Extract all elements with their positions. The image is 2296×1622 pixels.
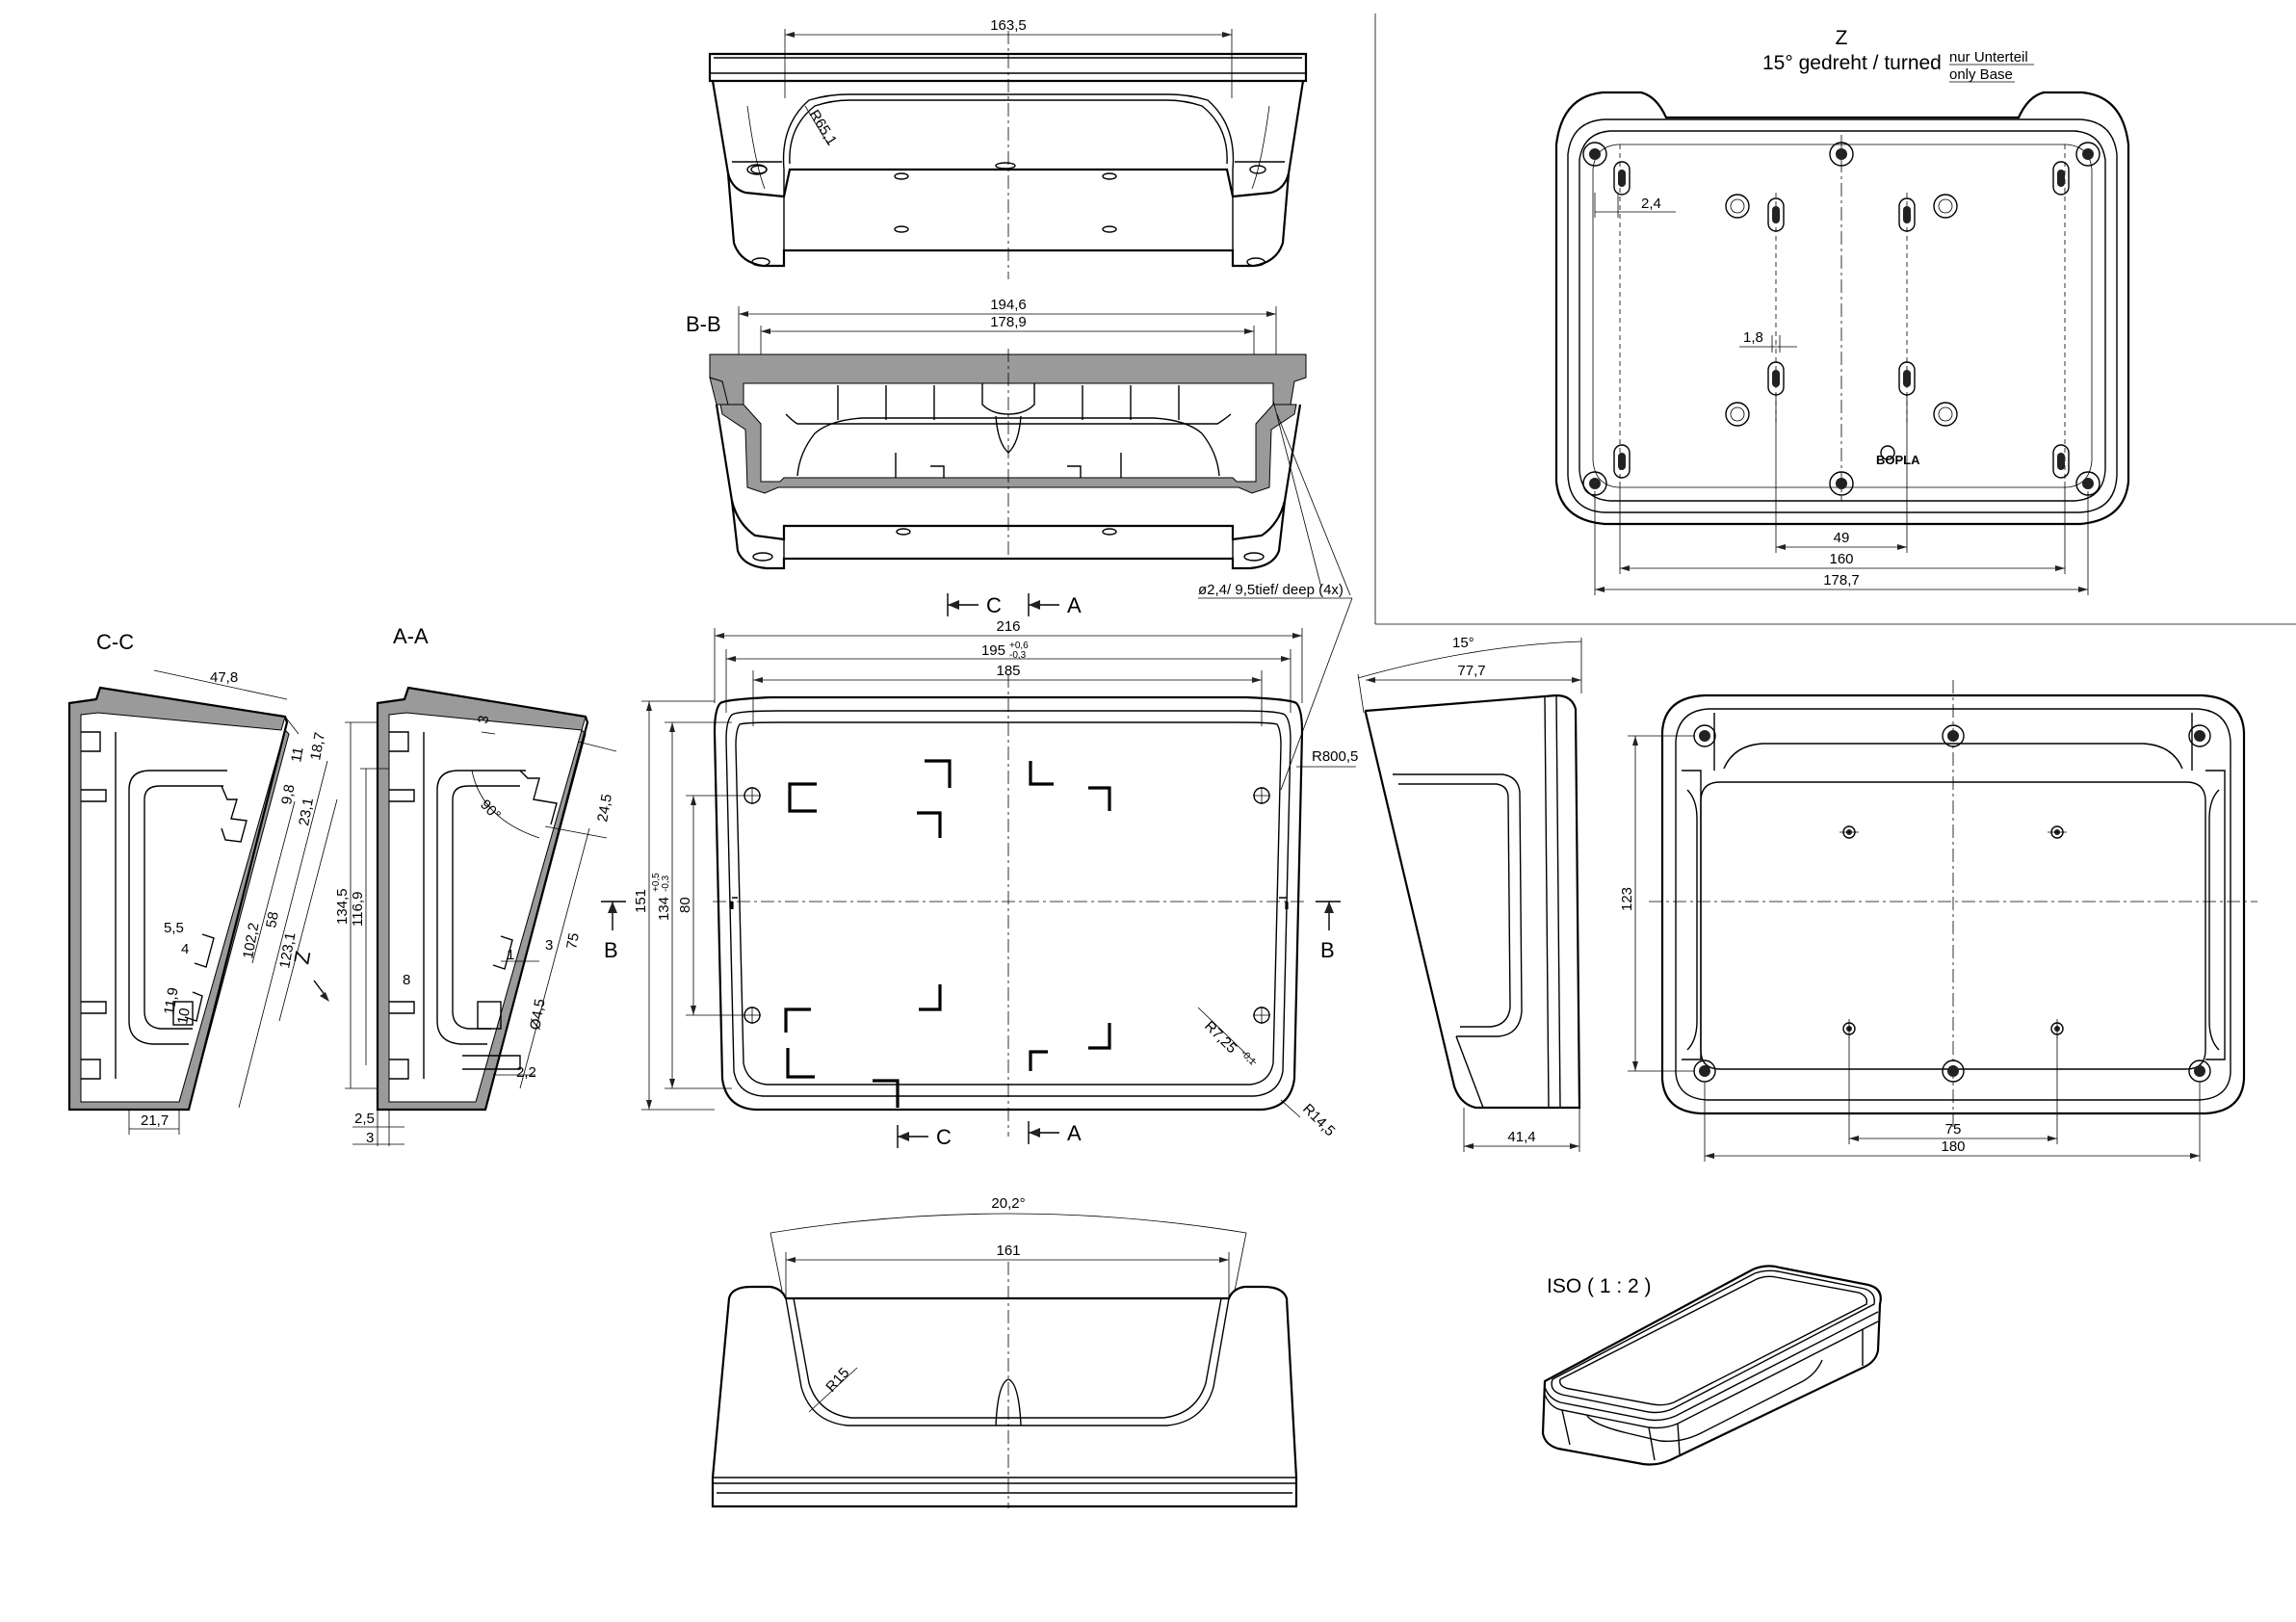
side-dim-15: 15° <box>1452 635 1474 651</box>
section-marker-b-right: B <box>1320 938 1335 962</box>
side-dim-77-7: 77,7 <box>1457 663 1485 679</box>
iso-view: ISO ( 1 : 2 ) <box>1541 1265 1882 1466</box>
front-dim-161: 161 <box>996 1243 1020 1259</box>
cc-dim-58: 58 <box>263 910 282 929</box>
plan-view: 216 195 +0,6 -0,3 185 151 134 +0,5 -0,3 … <box>601 593 1358 1149</box>
section-marker-a-top: A <box>1067 593 1082 617</box>
aa-dim-90: 90° <box>477 797 504 824</box>
cc-dim-9-8: 9,8 <box>278 783 298 805</box>
z-dim-160: 160 <box>1829 551 1853 567</box>
section-aa: A-A 3 24,5 90° 134,5 116,9 75 3 1 8 Ø4,5… <box>334 624 617 1146</box>
z-dim-49: 49 <box>1834 530 1850 546</box>
section-bb: B-B 194,6 178,9 ø2,4/ 9,5ti <box>686 297 1353 791</box>
cc-dim-23-1: 23,1 <box>296 797 317 827</box>
z-dim-2-4: 2,4 <box>1641 196 1661 212</box>
top-radius-dim: R65,1 <box>806 107 841 148</box>
top-view: 163,5 R65,1 <box>708 17 1308 279</box>
aa-dim-1: 1 <box>507 947 514 963</box>
front-view: 20,2° 161 R15 <box>711 1195 1298 1508</box>
detail-z-subtitle: 15° gedreht / turned <box>1762 52 1942 74</box>
plan-dim-r7-25-tol: -0,1 <box>1239 1048 1258 1067</box>
plan-dim-195: 195 <box>981 642 1005 659</box>
section-marker-b-left: B <box>604 938 618 962</box>
cc-dim-11: 11 <box>288 746 306 763</box>
bb-hole-note: ø2,4/ 9,5tief/ deep (4x) <box>1198 582 1344 598</box>
section-cc-title: C-C <box>96 630 134 654</box>
aa-dim-3b: 3 <box>545 937 553 954</box>
plan-dim-r14-5: R14,5 <box>1299 1101 1338 1139</box>
base-view: 123 75 180 <box>1619 680 2257 1162</box>
plan-dim-216: 216 <box>996 618 1020 635</box>
aa-dim-2-2: 2,2 <box>516 1064 536 1081</box>
view-z-arrow-label: Z <box>289 949 315 966</box>
cc-dim-10: 10 <box>174 1007 194 1025</box>
section-marker-a-bottom: A <box>1067 1121 1082 1145</box>
bb-outer-dim: 194,6 <box>990 297 1027 313</box>
iso-title: ISO ( 1 : 2 ) <box>1547 1275 1652 1297</box>
aa-dim-8: 8 <box>403 972 410 988</box>
plan-dim-195-upper-tol: +0,6 <box>1009 641 1029 651</box>
z-dim-1-8: 1,8 <box>1743 329 1763 346</box>
base-dim-180: 180 <box>1941 1138 1965 1155</box>
section-marker-c-bottom: C <box>936 1125 952 1149</box>
z-dim-178-7: 178,7 <box>1823 572 1860 589</box>
bb-inner-dim: 178,9 <box>990 314 1027 330</box>
cc-dim-102-2: 102,2 <box>240 922 262 960</box>
front-dim-r15: R15 <box>822 1365 852 1396</box>
detail-z-note2: only Base <box>1949 66 2013 83</box>
detail-z-title: Z <box>1836 27 1848 49</box>
plan-dim-134: 134 <box>656 897 672 921</box>
detail-z: Z 15° gedreht / turned nur Unterteil onl… <box>1554 27 2130 595</box>
plan-dim-r800-5: R800,5 <box>1312 748 1358 765</box>
top-width-dim: 163,5 <box>990 17 1027 34</box>
detail-z-logo: BOPLA <box>1876 453 1920 467</box>
aa-dim-2-5: 2,5 <box>354 1111 375 1127</box>
plan-dim-185: 185 <box>996 663 1020 679</box>
plan-dim-134-upper-tol: +0,5 <box>651 873 662 892</box>
section-marker-c-top: C <box>986 593 1002 617</box>
plan-dim-195-lower-tol: -0,3 <box>1009 650 1027 661</box>
cc-dim-11-9: 11,9 <box>161 986 182 1016</box>
base-dim-123: 123 <box>1619 887 1635 911</box>
plan-dim-80: 80 <box>677 897 693 913</box>
detail-z-frame <box>1374 13 2296 625</box>
cc-dim-5-5: 5,5 <box>164 920 184 936</box>
cc-dim-47-8: 47,8 <box>210 669 238 686</box>
aa-dim-4-5: Ø4,5 <box>527 998 548 1032</box>
section-aa-title: A-A <box>393 624 429 648</box>
plan-dim-r7-25: R7,25 <box>1201 1018 1239 1057</box>
section-bb-title: B-B <box>686 312 721 336</box>
section-cc: C-C 47,8 11 18,7 9,8 23,1 5,5 4 102,2 58… <box>67 630 338 1135</box>
aa-dim-3c: 3 <box>366 1130 374 1146</box>
detail-z-note1: nur Unterteil <box>1949 49 2028 65</box>
aa-dim-3a: 3 <box>475 715 492 725</box>
cc-dim-18-7: 18,7 <box>307 731 328 762</box>
plan-dim-151: 151 <box>633 889 649 913</box>
cc-dim-21-7: 21,7 <box>141 1112 169 1129</box>
aa-dim-116-9: 116,9 <box>350 892 366 927</box>
cc-dim-4: 4 <box>181 941 189 957</box>
plan-dim-134-lower-tol: -0,3 <box>661 875 671 892</box>
aa-dim-134-5: 134,5 <box>334 888 351 925</box>
cc-dim-123-1: 123,1 <box>276 931 299 970</box>
base-dim-75: 75 <box>1945 1121 1962 1138</box>
aa-dim-24-5: 24,5 <box>594 793 615 824</box>
aa-dim-75: 75 <box>563 931 583 950</box>
side-view: 15° 77,7 41,4 <box>1357 635 1582 1152</box>
front-dim-20-2: 20,2° <box>991 1195 1025 1212</box>
side-dim-41-4: 41,4 <box>1507 1129 1535 1145</box>
